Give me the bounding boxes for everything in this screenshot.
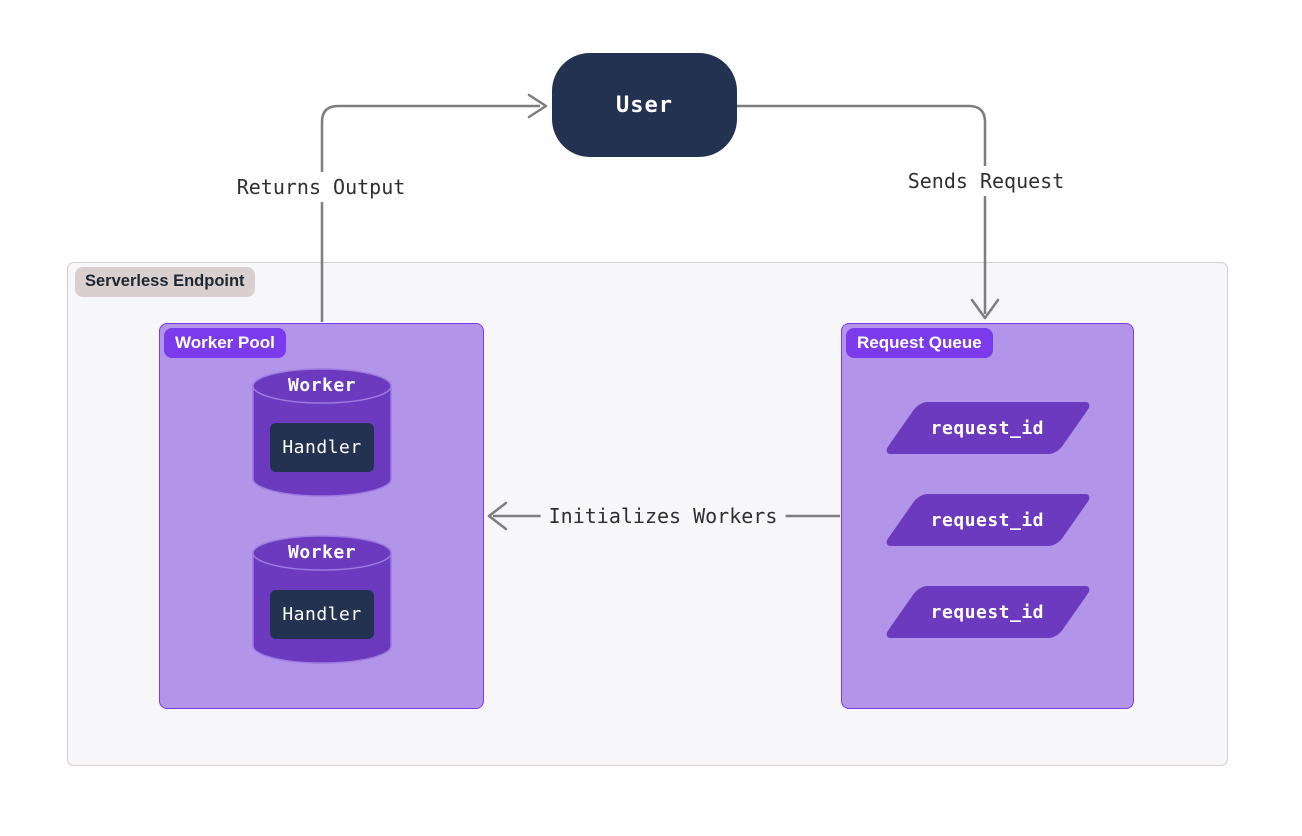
serverless-endpoint-label: Serverless Endpoint	[75, 267, 255, 297]
user-node: User	[552, 53, 737, 157]
parallelogram-shape: request_id	[882, 494, 1093, 546]
worker-pool-label: Worker Pool	[164, 328, 286, 358]
request-queue-group: Request Queue request_id request_id requ…	[841, 323, 1134, 709]
request-item-3: request_id	[842, 586, 1133, 638]
request-id-label: request_id	[930, 509, 1045, 531]
right-arrowhead-icon	[527, 93, 548, 119]
parallelogram-shape: request_id	[882, 586, 1093, 638]
worker-node-1: Worker Handler	[252, 368, 392, 498]
handler-node: Handler	[270, 590, 374, 639]
request-id-label: request_id	[930, 417, 1045, 439]
handler-node: Handler	[270, 423, 374, 472]
edge-label-returns-output: Returns Output	[228, 172, 414, 202]
worker-label: Worker	[287, 375, 357, 396]
request-id-label: request_id	[930, 601, 1045, 623]
worker-node-2: Worker Handler	[252, 535, 392, 665]
edge-label-initializes-workers: Initializes Workers	[540, 501, 786, 531]
worker-pool-group: Worker Pool Worker Handler Worker Handle…	[159, 323, 484, 709]
edge-label-sends-request: Sends Request	[899, 166, 1073, 196]
request-item-2: request_id	[842, 494, 1133, 546]
parallelogram-shape: request_id	[882, 402, 1093, 454]
worker-label: Worker	[287, 542, 357, 563]
request-item-1: request_id	[842, 402, 1133, 454]
request-queue-label: Request Queue	[846, 328, 993, 358]
serverless-endpoint-group: Serverless Endpoint Worker Pool Worker H…	[67, 262, 1228, 766]
user-node-label: User	[616, 92, 673, 118]
